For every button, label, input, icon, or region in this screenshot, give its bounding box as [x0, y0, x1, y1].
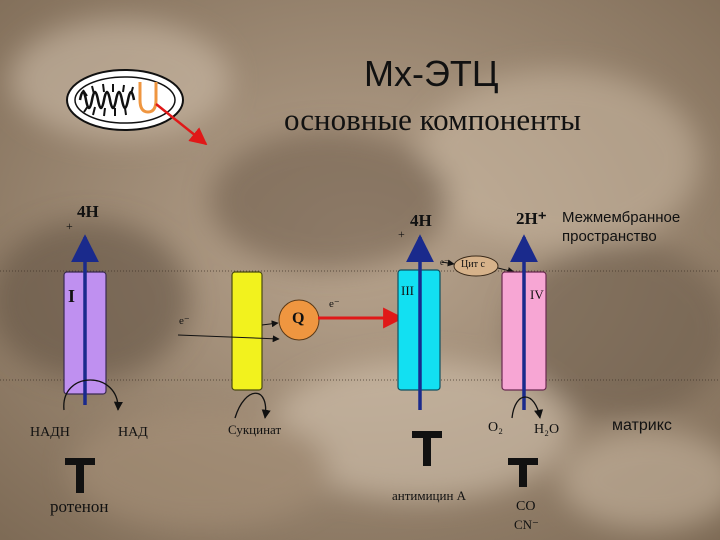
zoom-arrow: [155, 103, 208, 146]
proton-3-label: 4H: [410, 211, 432, 230]
oxygen-label: O₂: [488, 420, 503, 435]
nad-label: НАД: [118, 425, 148, 440]
co-label: CO: [516, 499, 536, 514]
matrix-label: матрикс: [612, 417, 672, 434]
proton-1-label: 4H: [77, 202, 99, 221]
t-block-icon: [412, 431, 442, 466]
nadh-label: НАДН: [30, 425, 70, 440]
antimycin-label: антимицин А: [392, 488, 467, 503]
water-label: H₂O: [534, 422, 560, 437]
rotenone-label: ротенон: [50, 497, 109, 516]
quinone-label: Q: [292, 310, 305, 327]
slide-subtitle: основные компоненты: [284, 102, 582, 137]
complex-4-oxygen-arc: [511, 396, 544, 419]
electron-label-2: e⁻: [329, 298, 340, 310]
electron-arrow-3-to-cyt: [441, 259, 455, 267]
complex-3-label: III: [401, 283, 414, 298]
mitochondrion-icon: [66, 69, 184, 131]
complex-2-succinate-arc: [234, 392, 271, 419]
complex-1-label: I: [68, 286, 76, 306]
complex-2-body: [231, 271, 263, 391]
complex-1-nadh-arc: [63, 379, 123, 411]
intermembrane-space-label: Межмембранное пространство: [562, 209, 681, 245]
cytochrome-c-label: Цит с: [461, 259, 485, 270]
electron-arrow-1-to-q: [177, 334, 280, 343]
electron-arrow-2-to-q: [261, 320, 279, 328]
electron-label-3: e⁻: [440, 257, 449, 267]
t-block-icon: [508, 458, 538, 487]
complex-4-label: IV: [530, 287, 544, 302]
slide-title: Мх-ЭТЦ: [364, 53, 499, 94]
proton-1-sign: +: [66, 219, 73, 233]
quinone-circle: [278, 299, 320, 341]
proton-4-label: 2H⁺: [516, 209, 547, 228]
proton-3-sign: +: [398, 227, 405, 241]
t-block-icon: [65, 458, 95, 493]
succinate-label: Сукцинат: [228, 422, 282, 437]
electron-arrow-cyt-to-4: [497, 267, 515, 274]
electron-label-1: e⁻: [179, 315, 190, 327]
cn-label: CN⁻: [514, 517, 539, 532]
